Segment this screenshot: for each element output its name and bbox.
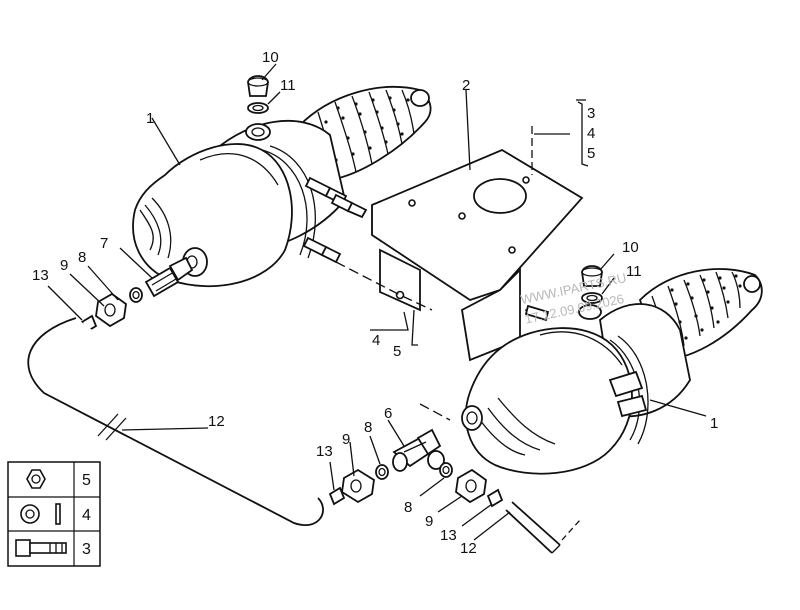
label-part-9-upper: 9 [60, 257, 68, 274]
label-part-5-lower: 5 [393, 343, 401, 360]
union-13-lower-left [328, 486, 346, 506]
label-part-6: 6 [384, 405, 392, 422]
tee-fitting-6 [392, 428, 445, 472]
leader-lines [47, 63, 707, 541]
washer-11-upper [247, 102, 269, 114]
washer-icon [20, 503, 61, 525]
brake-chamber-lower [461, 268, 763, 475]
bolt-icon [15, 539, 67, 557]
label-part-8-lower-left: 8 [364, 419, 372, 436]
label-part-9-lower-left: 9 [342, 431, 350, 448]
brake-chamber-upper [132, 86, 432, 288]
cap-10-lower [581, 265, 603, 287]
mounting-bracket [371, 148, 584, 362]
label-part-13-upper: 13 [32, 267, 49, 284]
label-part-4-upper: 4 [587, 125, 595, 142]
union-13-lower-right [486, 488, 504, 508]
label-part-3-upper: 3 [587, 105, 595, 122]
label-part-5-upper: 5 [587, 145, 595, 162]
label-part-7: 7 [100, 235, 108, 252]
legend-number-nut: 5 [82, 472, 91, 489]
label-part-12-left: 12 [208, 413, 225, 430]
label-part-10-upper: 10 [262, 49, 279, 66]
washer-8-lower-left [375, 464, 389, 480]
label-part-13-lower-left: 13 [316, 443, 333, 460]
nut-9-upper [95, 292, 127, 328]
label-part-8-upper: 8 [78, 249, 86, 266]
washer-8-upper [129, 287, 143, 303]
fitting-7 [144, 256, 194, 298]
hose-12-right [505, 501, 581, 554]
label-part-4-lower: 4 [372, 332, 380, 349]
label-part-8-lower-right: 8 [404, 499, 412, 516]
nut-9-lower-left [341, 468, 375, 504]
label-part-12-right: 12 [460, 540, 477, 557]
fastener-stack-right [531, 99, 589, 175]
label-part-11-upper: 11 [280, 77, 296, 94]
label-part-9-lower-right: 9 [425, 513, 433, 530]
legend-number-washer: 4 [82, 507, 91, 524]
nut-9-lower-right [455, 468, 487, 504]
washer-11-lower [581, 292, 603, 304]
label-part-10-lower: 10 [622, 239, 639, 256]
label-part-2: 2 [462, 77, 470, 94]
fastener-legend: 5 4 3 [7, 461, 101, 567]
label-part-11-lower: 11 [626, 263, 642, 280]
fastener-stack-left [370, 309, 418, 346]
cap-10-upper [247, 75, 269, 97]
washer-8-lower-right [439, 462, 453, 478]
label-part-13-lower-right: 13 [440, 527, 457, 544]
label-part-1-lower: 1 [710, 415, 718, 432]
legend-number-bolt: 3 [82, 541, 91, 558]
label-part-1-upper: 1 [146, 110, 154, 127]
part-number-labels: 1 2 3 4 5 4 5 6 7 8 8 8 9 9 9 10 10 11 1… [32, 49, 718, 557]
hose-12-left [27, 317, 324, 526]
mounting-studs-upper [302, 176, 368, 264]
nut-icon [26, 469, 46, 489]
